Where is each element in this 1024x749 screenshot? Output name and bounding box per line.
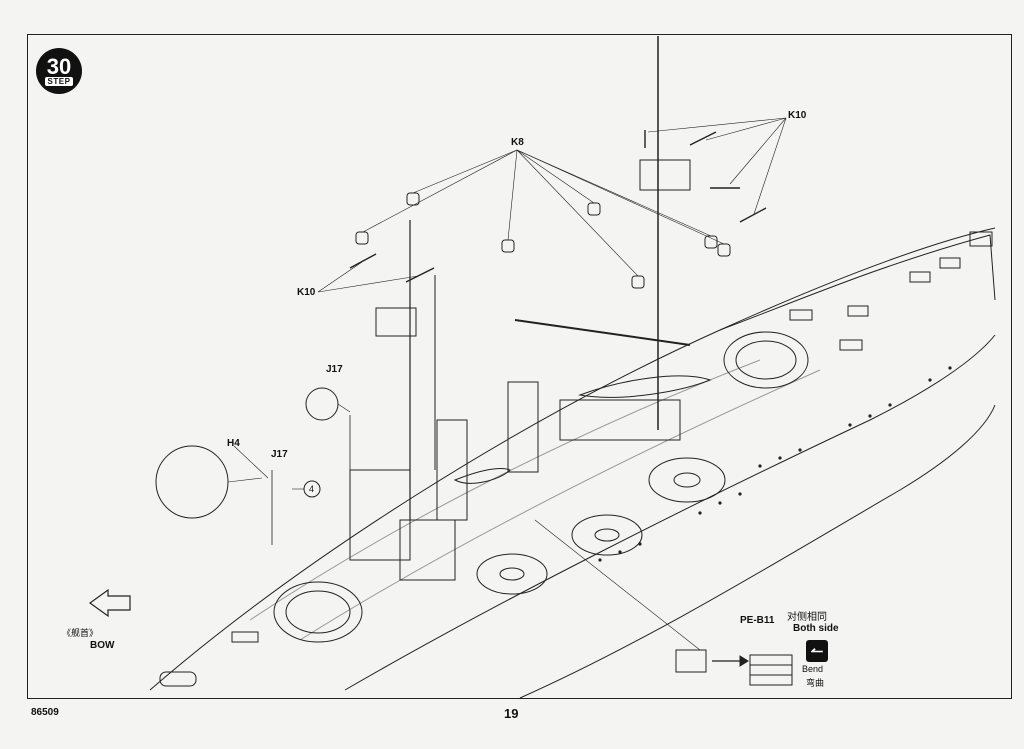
hull-deck-edge: [149, 227, 996, 691]
page-number: 19: [504, 706, 519, 721]
part-label-k10-top: K10: [788, 110, 807, 121]
side-note-chinese: 对侧相同: [787, 612, 827, 623]
bend-label-chinese: 弯曲: [806, 678, 825, 688]
fore-turret: [273, 581, 363, 643]
part-label-j17-mid: J17: [271, 449, 288, 460]
barbette-2: [571, 514, 643, 556]
ref-number-4: 4: [309, 484, 315, 494]
bow-label-english: BOW: [90, 640, 115, 651]
hull-keel-line: [519, 404, 996, 699]
k8-leaders: [362, 149, 725, 277]
bow-arrow: [88, 588, 131, 618]
bend-icon: ↼: [806, 640, 828, 662]
kit-number: 86509: [31, 707, 59, 718]
page-frame: [27, 34, 1012, 699]
step-number: 30: [46, 53, 72, 79]
part-label-k8: K8: [511, 137, 524, 148]
bow-label-chinese: 《舰首》: [62, 628, 99, 638]
barbette-3: [648, 457, 726, 503]
bridge-block: [349, 469, 411, 561]
part-label-j17-top: J17: [326, 364, 343, 375]
step-badge: 30 STEP: [36, 48, 82, 94]
bend-label-english: Bend: [802, 664, 824, 674]
part-label-h4: H4: [227, 438, 240, 449]
side-note-english: Both side: [793, 623, 839, 634]
funnel-2: [507, 381, 539, 473]
k10-parts: [349, 130, 767, 283]
pe-b11-part: [675, 649, 707, 673]
part-label-pe-b11: PE-B11: [740, 615, 775, 626]
main-top: [639, 159, 691, 191]
k8-parts: [355, 192, 731, 289]
rear-turret: [723, 331, 809, 389]
funnel-1: [436, 419, 468, 521]
fore-top: [375, 307, 417, 337]
k10-leaders: [317, 117, 787, 293]
hull-side-line: [344, 334, 996, 691]
j17-detail-circle: [305, 387, 339, 421]
barbette-1: [476, 553, 548, 595]
h4-detail-circle: [155, 445, 229, 519]
hull-stern: [719, 234, 996, 331]
derrick-boom: [514, 319, 691, 346]
part-label-k10-left: K10: [297, 287, 316, 298]
portholes: [598, 366, 952, 562]
step-label: STEP: [44, 76, 74, 86]
pe-b11-bent: [749, 654, 793, 686]
